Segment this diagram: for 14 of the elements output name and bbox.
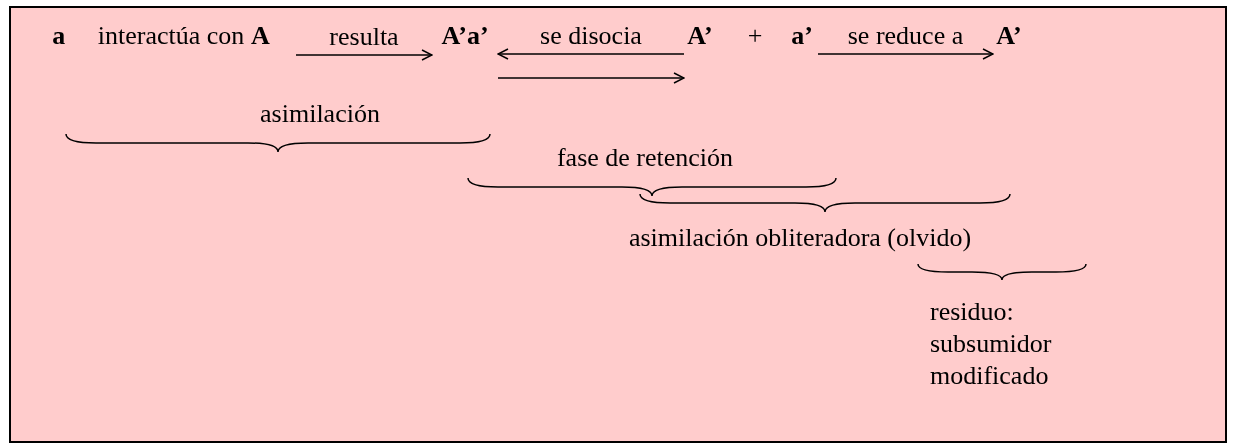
brace-label: asimilación xyxy=(260,99,380,128)
term-text: A’ xyxy=(996,20,1022,52)
term-text: A’a’ xyxy=(441,20,489,52)
brace-label: asimilación obliteradora (olvido) xyxy=(628,223,972,252)
term-text: a interactúa con A xyxy=(52,20,270,52)
brace-label: residuo: subsumidor modificado xyxy=(930,297,1052,390)
arrow xyxy=(497,48,685,60)
brace-label: fase de retención xyxy=(556,143,734,172)
arrow xyxy=(817,48,994,60)
plus-sign: + xyxy=(747,21,763,50)
arrow xyxy=(497,72,685,84)
arrow xyxy=(295,49,433,61)
term-text: A’ xyxy=(687,20,713,52)
term-text: a’ xyxy=(791,20,813,52)
